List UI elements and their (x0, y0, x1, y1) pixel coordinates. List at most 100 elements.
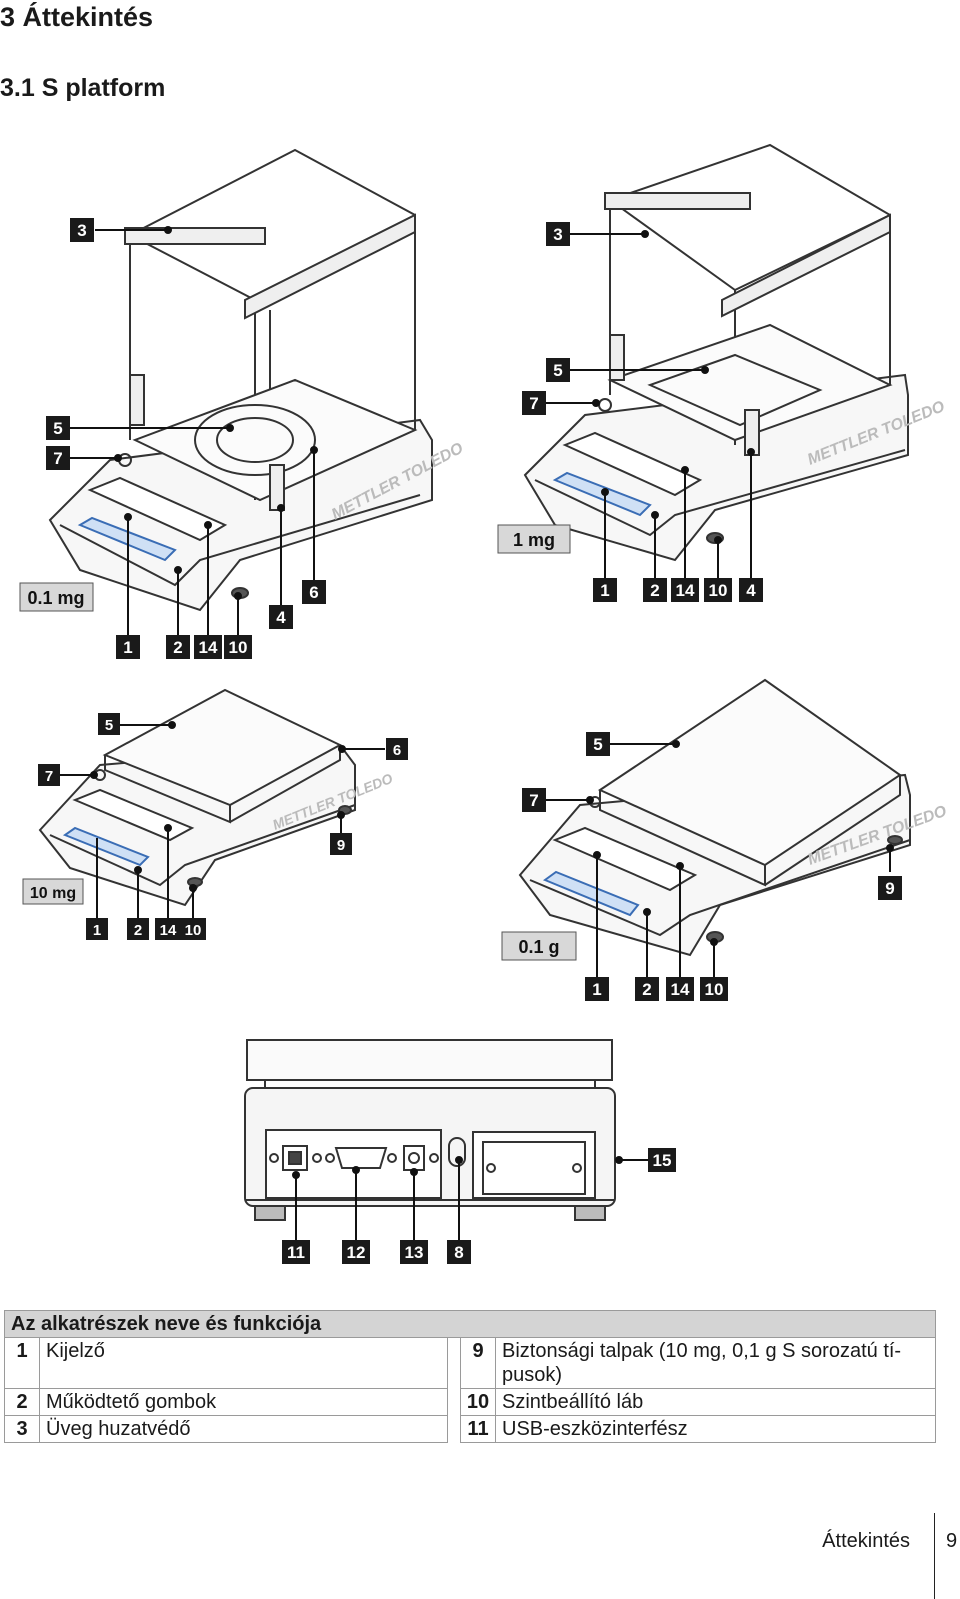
callout: 14 (671, 578, 699, 602)
subsection-heading: 3.1 S platform (0, 74, 166, 102)
section-heading: 3 Áttekintés (0, 2, 154, 32)
svg-text:8: 8 (454, 1243, 463, 1262)
scale-illustration: METTLER TOLEDO METTLER TOLEDO METTLER TO… (19, 143, 949, 1264)
parts-table-title: Az alkatrészek neve és funkciója (4, 1310, 936, 1338)
svg-text:7: 7 (53, 449, 62, 468)
svg-text:2: 2 (650, 581, 659, 600)
svg-text:7: 7 (45, 768, 53, 785)
svg-text:2: 2 (134, 922, 142, 939)
callout: 3 (546, 222, 570, 246)
svg-text:12: 12 (347, 1243, 366, 1262)
callout: 14 (194, 635, 222, 659)
callout: 7 (522, 391, 546, 415)
readability-label: 0.1 mg (19, 582, 94, 612)
callout: 1 (585, 977, 609, 1001)
part-number: 2 (4, 1388, 40, 1416)
svg-text:6: 6 (393, 742, 401, 759)
callout: 10 (700, 977, 728, 1001)
callout: 5 (98, 713, 120, 735)
readability-label: 10 mg (22, 878, 84, 905)
svg-text:14: 14 (676, 581, 695, 600)
callout: 14 (155, 918, 181, 940)
svg-text:2: 2 (642, 980, 651, 999)
svg-text:14: 14 (671, 980, 690, 999)
svg-text:9: 9 (337, 837, 345, 854)
svg-text:1: 1 (123, 638, 132, 657)
svg-text:0.1 g: 0.1 g (518, 937, 559, 957)
svg-text:1 mg: 1 mg (513, 530, 555, 550)
callout: 11 (282, 1240, 310, 1264)
balance-analytical-1mg (523, 143, 909, 562)
svg-text:3: 3 (77, 221, 86, 240)
footer-section-name: Áttekintés (822, 1530, 910, 1552)
svg-text:14: 14 (160, 922, 177, 939)
readability-label: 1 mg (497, 524, 571, 554)
svg-text:7: 7 (529, 394, 538, 413)
balance-rear-view (244, 1039, 616, 1221)
svg-text:10: 10 (705, 980, 724, 999)
svg-text:0.1 mg: 0.1 mg (27, 588, 84, 608)
svg-text:5: 5 (593, 735, 602, 754)
part-number: 9 (460, 1337, 496, 1389)
callout: 1 (86, 918, 108, 940)
callout: 15 (648, 1148, 676, 1172)
callout: 3 (70, 218, 94, 242)
footer-divider (934, 1513, 935, 1599)
part-name: Kijelző (39, 1337, 448, 1389)
readability-label: 0.1 g (501, 931, 577, 961)
table-row: 3 Üveg huzatvédő 11 USB-eszközinterfész (4, 1415, 936, 1443)
svg-text:10 mg: 10 mg (30, 885, 76, 902)
callout: 5 (586, 732, 610, 756)
balance-precision-10mg (38, 688, 356, 907)
svg-text:7: 7 (529, 791, 538, 810)
svg-text:4: 4 (746, 581, 756, 600)
callout: 5 (546, 358, 570, 382)
part-number: 3 (4, 1415, 40, 1443)
callout: 10 (704, 578, 732, 602)
part-name: Működtető gombok (39, 1388, 448, 1416)
svg-text:5: 5 (105, 717, 113, 734)
svg-text:10: 10 (709, 581, 728, 600)
svg-text:10: 10 (185, 922, 202, 939)
callout: 9 (878, 876, 902, 900)
svg-text:5: 5 (553, 361, 562, 380)
svg-text:3: 3 (553, 225, 562, 244)
svg-text:1: 1 (93, 922, 101, 939)
balance-analytical-0.1mg (48, 148, 433, 612)
callout: 7 (522, 788, 546, 812)
table-row: 2 Működtető gombok 10 Szintbeállító láb (4, 1388, 936, 1416)
callout: 6 (302, 580, 326, 604)
callout: 1 (116, 635, 140, 659)
balance-precision-0.1g (518, 678, 911, 957)
svg-text:14: 14 (199, 638, 218, 657)
callout: 6 (386, 738, 408, 760)
svg-text:10: 10 (229, 638, 248, 657)
part-number: 10 (460, 1388, 496, 1416)
svg-text:1: 1 (592, 980, 601, 999)
svg-text:15: 15 (653, 1151, 672, 1170)
callout: 8 (447, 1240, 471, 1264)
callout: 12 (342, 1240, 370, 1264)
callout: 14 (666, 977, 694, 1001)
part-name: Szintbeállító láb (495, 1388, 936, 1416)
table-row: 1 Kijelző 9 Biztonsági talpak (10 mg, 0,… (4, 1337, 936, 1389)
callout: 10 (224, 635, 252, 659)
svg-text:6: 6 (309, 583, 318, 602)
svg-text:5: 5 (53, 419, 62, 438)
callout: 2 (127, 918, 149, 940)
callout: 7 (38, 764, 60, 786)
svg-text:1: 1 (600, 581, 609, 600)
part-name: Üveg huzatvédő (39, 1415, 448, 1443)
callout: 5 (46, 416, 70, 440)
parts-table: Az alkatrészek neve és funkciója 1 Kijel… (4, 1310, 936, 1443)
part-name: USB-eszközinterfész (495, 1415, 936, 1443)
callout: 4 (739, 578, 763, 602)
callout: 4 (269, 605, 293, 629)
svg-text:9: 9 (885, 879, 894, 898)
svg-text:2: 2 (173, 638, 182, 657)
callout: 10 (180, 918, 206, 940)
callout: 2 (166, 635, 190, 659)
part-number: 11 (460, 1415, 496, 1443)
callout: 7 (46, 446, 70, 470)
page-number: 9 (946, 1530, 958, 1552)
